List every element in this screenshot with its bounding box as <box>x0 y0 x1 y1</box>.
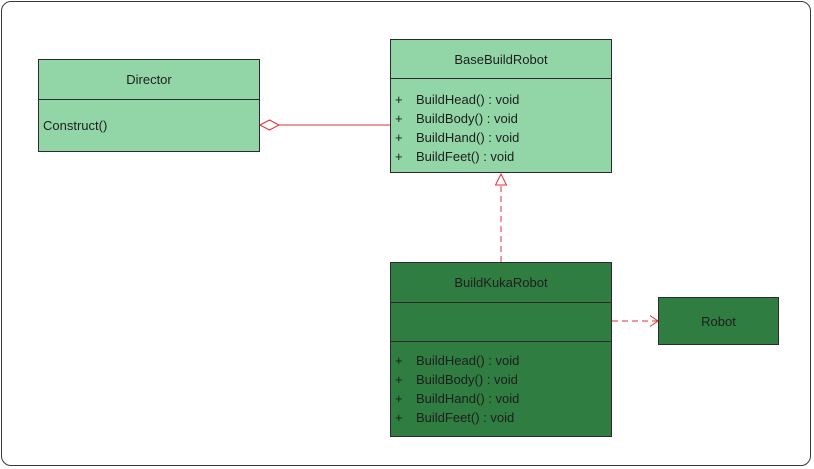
operation-build-hand: BuildHand() : void <box>416 130 520 145</box>
operation-row: + BuildBody() : void <box>391 370 611 389</box>
operation-row: + BuildHead() : void <box>391 90 611 109</box>
operation-row: + BuildFeet() : void <box>391 147 611 166</box>
class-robot[interactable]: Robot <box>658 297 779 345</box>
class-base-build-robot[interactable]: BaseBuildRobot + BuildHead() : void + Bu… <box>390 39 612 173</box>
operation-row: + BuildHand() : void <box>391 389 611 408</box>
class-director-operations: Construct() <box>39 99 259 151</box>
class-robot-name: Robot <box>701 313 736 329</box>
visibility-public: + <box>395 92 403 107</box>
aggregation-diamond <box>258 119 281 131</box>
operation-build-body: BuildBody() : void <box>416 111 518 126</box>
operation-build-hand: BuildHand() : void <box>416 391 520 406</box>
class-build-kuka-robot-attributes <box>391 302 611 341</box>
visibility-public: + <box>395 391 403 406</box>
visibility-public: + <box>395 130 403 145</box>
operation-construct: Construct() <box>43 118 108 133</box>
realization-arrowhead <box>494 172 508 186</box>
class-base-build-robot-name: BaseBuildRobot <box>454 51 548 67</box>
operation-row: + BuildHead() : void <box>391 351 611 370</box>
operation-build-head: BuildHead() : void <box>416 92 520 107</box>
operation-build-feet: BuildFeet() : void <box>416 149 515 164</box>
operation-row: + BuildHand() : void <box>391 128 611 147</box>
operation-build-feet: BuildFeet() : void <box>416 410 515 425</box>
operation-build-head: BuildHead() : void <box>416 353 520 368</box>
class-director[interactable]: Director Construct() <box>38 59 260 152</box>
operation-build-body: BuildBody() : void <box>416 372 518 387</box>
visibility-public: + <box>395 353 403 368</box>
class-director-name: Director <box>126 72 172 87</box>
visibility-public: + <box>395 410 403 425</box>
operation-row: + BuildBody() : void <box>391 109 611 128</box>
visibility-public: + <box>395 149 403 164</box>
class-base-build-robot-operations: + BuildHead() : void + BuildBody() : voi… <box>391 78 611 172</box>
class-build-kuka-robot-name: BuildKukaRobot <box>454 275 548 290</box>
visibility-public: + <box>395 372 403 387</box>
operation-row: + BuildFeet() : void <box>391 408 611 427</box>
visibility-public: + <box>395 111 403 126</box>
class-build-kuka-robot[interactable]: BuildKukaRobot + BuildHead() : void + Bu… <box>390 262 612 437</box>
class-build-kuka-robot-operations: + BuildHead() : void + BuildBody() : voi… <box>391 341 611 436</box>
